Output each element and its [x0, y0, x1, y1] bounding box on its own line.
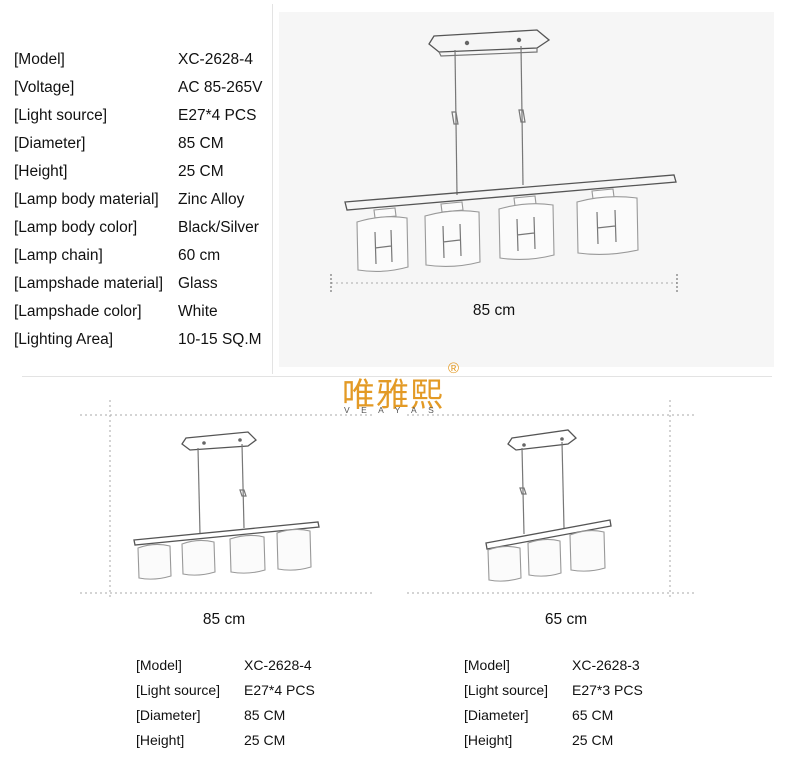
spec-value: XC-2628-4 [244, 657, 312, 673]
spec-label: [Lamp body material] [14, 191, 159, 208]
spec-value: White [178, 303, 218, 320]
spec-label: [Diameter] [464, 707, 529, 723]
logo-chinese-text: 唯雅熙 [342, 375, 444, 414]
spec-label: [Lampshade material] [14, 275, 164, 292]
spec-value: 25 CM [572, 732, 614, 748]
spec-label: [Light source] [14, 107, 108, 124]
spec-label: [Voltage] [14, 79, 75, 96]
spec-label: [Lamp chain] [14, 247, 103, 264]
right-dimension-label: 65 cm [544, 611, 588, 628]
spec-value: 65 CM [572, 707, 614, 723]
spec-label: [Diameter] [136, 707, 201, 723]
spec-value: XC-2628-4 [178, 51, 253, 68]
spec-label: [Height] [136, 732, 185, 748]
top-illustration-panel: 85 cm [279, 12, 774, 367]
spec-value: 85 CM [178, 135, 224, 152]
spec-value: Glass [178, 275, 218, 292]
spec-label: [Lamp body color] [14, 219, 138, 236]
registered-mark: ® [448, 360, 460, 377]
spec-value: 25 CM [244, 732, 286, 748]
spec-value: 85 CM [244, 707, 286, 723]
spec-value: AC 85-265V [178, 79, 263, 96]
spec-label: [Height] [14, 163, 68, 180]
spec-value: 10-15 SQ.M [178, 331, 262, 348]
spec-label: [Light source] [464, 682, 549, 698]
pendant-lamp-4-small-illustration [80, 400, 375, 600]
spec-label: [Diameter] [14, 135, 86, 152]
spec-value: 60 cm [178, 247, 221, 264]
spec-label: [Model] [14, 51, 65, 68]
spec-value: Zinc Alloy [178, 191, 245, 208]
spec-label: [Lampshade color] [14, 303, 142, 320]
top-dimension-label: 85 cm [472, 302, 516, 319]
horizontal-divider [22, 376, 772, 377]
logo-english-text: VEAYAS [344, 405, 446, 415]
spec-label: [Lighting Area] [14, 331, 114, 348]
spec-value: XC-2628-3 [572, 657, 640, 673]
spec-value: E27*4 PCS [244, 682, 315, 698]
spec-value: E27*3 PCS [572, 682, 643, 698]
spec-value: E27*4 PCS [178, 107, 257, 124]
spec-label: [Model] [136, 657, 182, 673]
spec-value: Black/Silver [178, 219, 259, 236]
pendant-lamp-3-small-illustration [407, 400, 697, 600]
pendant-lamp-4-illustration [330, 29, 678, 294]
spec-value: 25 CM [178, 163, 224, 180]
left-dimension-label: 85 cm [202, 611, 246, 628]
brand-logo: 唯雅熙 ® VEAYAS [342, 360, 472, 420]
vertical-divider [272, 4, 273, 374]
spec-label: [Height] [464, 732, 513, 748]
spec-label: [Light source] [136, 682, 221, 698]
spec-label: [Model] [464, 657, 510, 673]
